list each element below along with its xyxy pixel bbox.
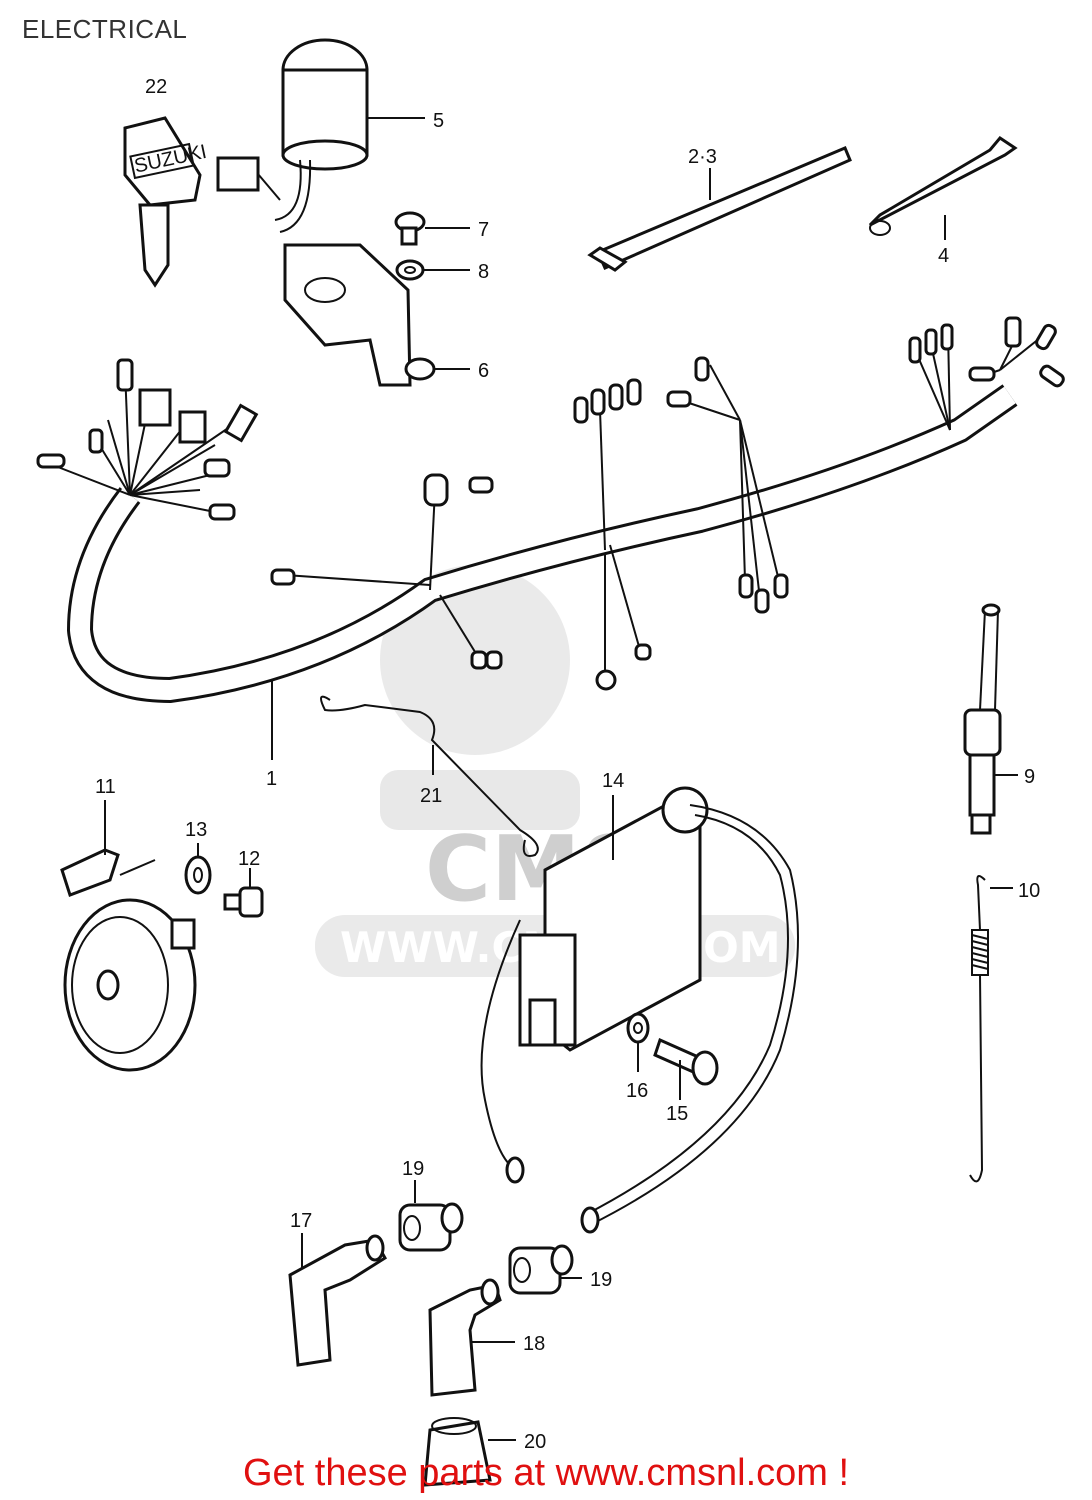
clamp-band-part-2-3	[587, 146, 852, 272]
callout-2-3: 2·3	[688, 146, 717, 168]
cap-part-20	[423, 1417, 492, 1487]
bolt-part-12	[223, 886, 264, 918]
callout-11: 11	[95, 776, 116, 798]
screw-part-7	[394, 211, 426, 246]
key-part-22: SUZUKI	[123, 116, 209, 288]
callout-19-lower: 19	[590, 1269, 612, 1291]
page-title: ELECTRICAL	[22, 14, 188, 44]
callout-4: 4	[938, 245, 949, 267]
washer-part-8	[395, 259, 425, 281]
wire-clip-part-21	[320, 695, 539, 857]
screw-part-15	[653, 1037, 719, 1086]
ignition-coil-part-14	[480, 786, 799, 1234]
callout-1: 1	[266, 768, 277, 790]
callout-20: 20	[524, 1431, 546, 1453]
plug-cap-part-17	[288, 1234, 388, 1367]
callout-16: 16	[626, 1080, 648, 1102]
callout-7: 7	[478, 219, 489, 241]
horn-part-11	[60, 848, 197, 1072]
washer-part-13	[184, 855, 212, 895]
switch-part-9	[963, 603, 1002, 835]
callout-5: 5	[433, 110, 444, 132]
footer-link-text[interactable]: Get these parts at www.cmsnl.com !	[242, 1452, 850, 1494]
callout-12: 12	[238, 848, 260, 870]
seal-part-19-upper	[398, 1202, 464, 1252]
callout-8: 8	[478, 261, 489, 283]
callout-21: 21	[420, 785, 442, 807]
callout-22: 22	[145, 76, 167, 98]
plug-cap-part-18	[428, 1278, 502, 1397]
callout-19-upper: 19	[402, 1158, 424, 1180]
callout-6: 6	[478, 360, 489, 382]
ignition-switch-part-5	[216, 38, 369, 233]
callout-17: 17	[290, 1210, 312, 1232]
wiring-harness-part-1	[36, 316, 1065, 704]
washer-part-16	[626, 1012, 650, 1044]
callout-14: 14	[602, 770, 624, 792]
callout-13: 13	[185, 819, 207, 841]
spring-part-10	[969, 875, 989, 1183]
callout-10: 10	[1018, 880, 1040, 902]
callout-15: 15	[666, 1103, 688, 1125]
callout-18: 18	[523, 1333, 545, 1355]
clamp-part-4	[868, 136, 1018, 236]
seal-part-19-lower	[508, 1244, 574, 1295]
bracket-part-6	[283, 243, 436, 387]
callout-9: 9	[1024, 766, 1035, 788]
